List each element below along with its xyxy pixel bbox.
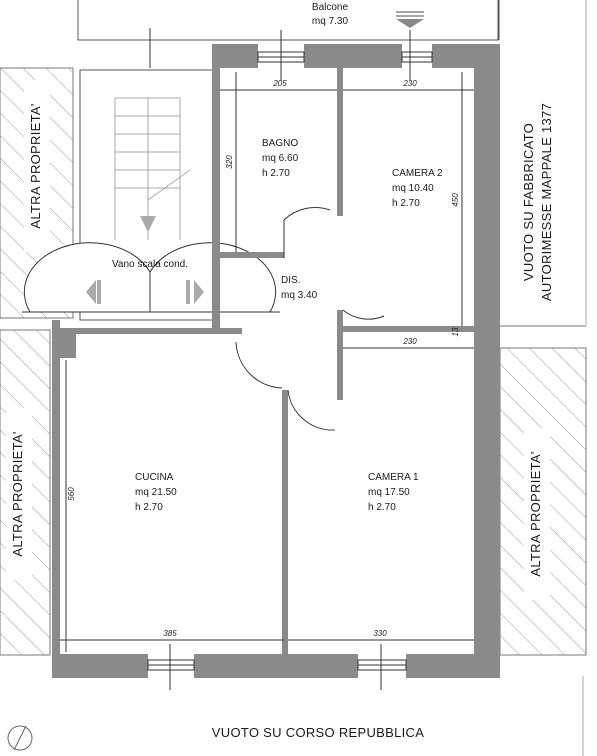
dim-camera1-top-width: 230 — [402, 337, 417, 346]
cucina-height: h 2.70 — [135, 502, 163, 513]
cucina-name: CUCINA — [135, 472, 174, 483]
vuoto-corso-label: VUOTO SU CORSO REPUBBLICA — [212, 725, 424, 740]
stair-door-right-arrow-icon — [186, 280, 204, 304]
dim-camera1-width: 330 — [373, 629, 387, 638]
stair-well — [79, 69, 216, 321]
stair-label: Vano scala cond. — [112, 259, 188, 270]
camera1-height: h 2.70 — [368, 502, 396, 513]
altra-right-label: ALTRA PROPRIETA' — [528, 451, 543, 576]
dim-camera2-width: 230 — [402, 79, 417, 88]
dim-wall-small: 13 — [451, 327, 460, 336]
bagno-height: h 2.70 — [262, 168, 290, 179]
dis-name: DIS. — [281, 275, 300, 286]
dim-camera2-depth: 450 — [451, 193, 460, 207]
bagno-door-arc — [283, 206, 331, 258]
cucina-area: mq 21.50 — [135, 487, 177, 498]
dim-cucina-width: 385 — [163, 629, 177, 638]
window-camera1 — [357, 644, 407, 690]
window-cucina — [147, 644, 195, 690]
camera1-door-arc — [287, 389, 336, 431]
camera2-area: mq 10.40 — [392, 183, 434, 194]
altra-top-left-label-bg — [24, 80, 50, 252]
camera2-name: CAMERA 2 — [392, 168, 443, 179]
dim-bagno-depth: 320 — [225, 155, 234, 169]
camera2-door-arc — [342, 309, 385, 320]
balcony-outline — [77, 0, 499, 41]
bagno-name: BAGNO — [262, 138, 298, 149]
window-camera2 — [401, 30, 433, 80]
stair-door-left — [23, 242, 151, 313]
altra-right-label-bg — [524, 428, 550, 600]
altra-bottom-left-label: ALTRA PROPRIETA' — [10, 431, 25, 556]
balcony-area: mq 7.30 — [312, 16, 349, 27]
compass-north-icon — [7, 725, 33, 751]
altra-top-left-label: ALTRA PROPRIETA' — [28, 103, 43, 228]
altra-bottom-left-label-bg — [6, 408, 32, 580]
window-bagno — [257, 30, 305, 80]
camera1-area: mq 17.50 — [368, 487, 410, 498]
cucina-door-arc — [235, 341, 283, 389]
walls — [52, 44, 500, 678]
camera2-height: h 2.70 — [392, 198, 420, 209]
balcony-name: Balcone — [312, 2, 349, 13]
camera1-name: CAMERA 1 — [368, 472, 419, 483]
dis-area: mq 3.40 — [281, 290, 318, 301]
vuoto-fabbricato-line2: AUTORIMESSE MAPPALE 1377 — [539, 103, 554, 301]
balcony-arrow-icon — [396, 11, 424, 28]
stair-door-left-arrow-icon — [86, 280, 101, 304]
dim-cucina-depth: 560 — [67, 487, 76, 501]
dim-bagno-width: 205 — [272, 79, 287, 88]
bagno-area: mq 6.60 — [262, 153, 299, 164]
dimension-lines — [60, 72, 474, 652]
vuoto-fabbricato-line1: VUOTO SU FABBRICATO — [521, 123, 536, 281]
